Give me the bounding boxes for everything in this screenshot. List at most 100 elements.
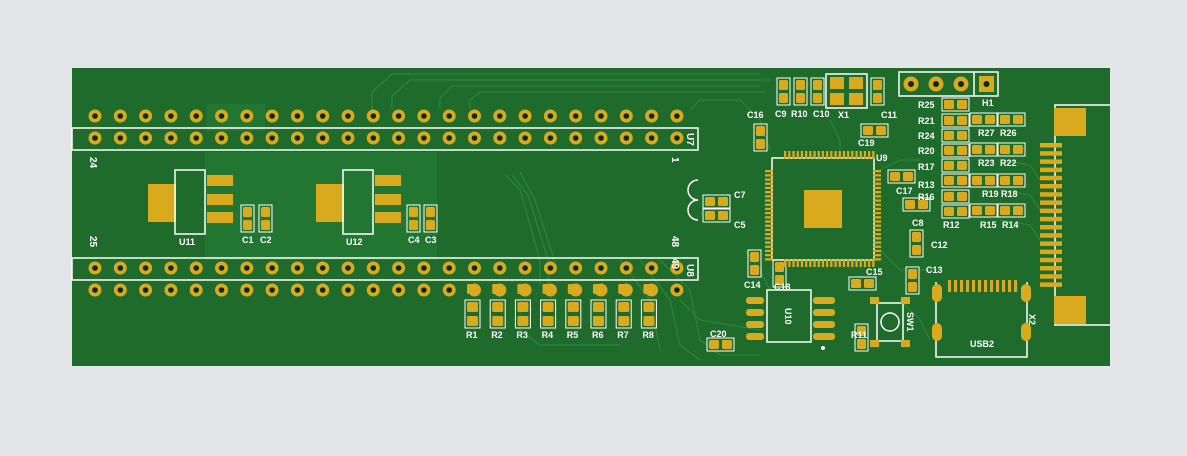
ref-r15-label: R15 xyxy=(980,220,997,230)
smd-component xyxy=(941,113,970,128)
smd-component xyxy=(941,189,970,204)
header-pin xyxy=(594,261,608,275)
header-pin xyxy=(442,283,456,297)
ref-c17-label: C17 xyxy=(896,186,913,196)
header-pin xyxy=(316,261,330,275)
smd-component xyxy=(902,197,931,212)
header-pin xyxy=(215,131,228,145)
header-pin xyxy=(569,109,583,123)
header-pin xyxy=(164,131,178,145)
smd-component xyxy=(997,173,1026,188)
smd-component xyxy=(969,203,998,218)
smd-component xyxy=(941,204,970,219)
smd-pad xyxy=(492,284,504,294)
smd-component xyxy=(854,323,869,352)
header-pin xyxy=(215,261,228,275)
header-pin xyxy=(468,131,481,145)
smd-component xyxy=(905,266,920,295)
resistor-r5: R5 xyxy=(565,299,582,340)
x2-label: X2 xyxy=(1027,314,1037,325)
header-pin xyxy=(417,283,431,297)
header-pin xyxy=(366,109,380,123)
resistor-label: R1 xyxy=(466,330,478,340)
header-pin xyxy=(442,131,456,145)
header-labels: U7 U8 1 24 25 48 49 xyxy=(87,133,695,277)
sw1-label: SW1 xyxy=(905,312,915,332)
usb-c-connector-x2: X2 xyxy=(1027,104,1110,326)
header-pin xyxy=(670,283,684,297)
ref-c15-label: C15 xyxy=(866,267,883,277)
ref-r23-label: R23 xyxy=(978,158,995,168)
smd-component xyxy=(941,128,970,143)
smd-component xyxy=(997,112,1026,127)
smd-pad xyxy=(593,284,604,294)
header-pin xyxy=(316,131,330,145)
resistor-r3: R3 xyxy=(514,299,531,340)
smd-component xyxy=(258,204,273,233)
resistor-r1: R1 xyxy=(464,299,481,340)
smd-component xyxy=(997,203,1026,218)
header-u7-outline xyxy=(71,127,699,151)
header-pin xyxy=(392,261,406,275)
header-pin xyxy=(569,261,583,275)
ref-r16-label: R16 xyxy=(918,192,935,202)
smd-pad xyxy=(517,284,529,294)
header-notches xyxy=(687,179,699,221)
ic-u10: U10 xyxy=(746,289,835,350)
ref-r10-label: R10 xyxy=(791,109,808,119)
resistor-r8: R8 xyxy=(640,299,657,340)
pin-49-label: 49 xyxy=(669,258,680,270)
smd-component xyxy=(848,276,877,291)
header-pin xyxy=(341,109,355,123)
ref-c4-label: C4 xyxy=(408,235,420,245)
ref-c18-label: C18 xyxy=(774,282,791,292)
header-pin xyxy=(518,261,532,275)
header-pin xyxy=(619,261,633,275)
header-pin xyxy=(442,109,456,123)
smd-component xyxy=(702,208,731,223)
smd-component xyxy=(969,173,998,188)
pin-25-label: 25 xyxy=(87,236,98,248)
header-pin xyxy=(645,131,659,145)
header-pin xyxy=(417,131,431,145)
header-pin xyxy=(290,109,304,123)
ref-c10-label: C10 xyxy=(813,109,830,119)
smd-component xyxy=(941,173,970,188)
header-pin xyxy=(290,131,304,145)
header-pin xyxy=(366,283,380,297)
header-pin xyxy=(88,261,102,275)
ref-c11-label: C11 xyxy=(881,110,897,120)
header-pin xyxy=(468,261,481,275)
smd-component xyxy=(406,204,421,233)
header-pin xyxy=(670,131,684,145)
pin-24-label: 24 xyxy=(87,157,98,169)
usb-connector-usb2: USB2 xyxy=(932,280,1031,358)
header-pin xyxy=(88,283,102,297)
header-pin xyxy=(113,131,127,145)
ref-c9-label: C9 xyxy=(775,109,787,119)
header-pin xyxy=(366,131,380,145)
smd-component xyxy=(870,77,885,106)
smd-pads xyxy=(240,77,1026,352)
pin-48-label: 48 xyxy=(669,236,680,248)
mcu-u9: U9 xyxy=(765,151,888,267)
header-pin xyxy=(543,109,557,123)
ref-c19-label: C19 xyxy=(858,138,875,148)
ref-c1-label: C1 xyxy=(242,235,254,245)
header-pin xyxy=(139,131,153,145)
resistor-label: R4 xyxy=(542,330,554,340)
resistor-r2: R2 xyxy=(489,299,506,340)
smd-component xyxy=(240,204,255,233)
smd-component xyxy=(702,194,731,209)
smd-component xyxy=(706,337,735,352)
header-pin xyxy=(543,131,557,145)
resistor-r4: R4 xyxy=(540,299,557,340)
header-pin xyxy=(240,283,254,297)
ref-r26-label: R26 xyxy=(1000,128,1017,138)
smd-pad xyxy=(467,284,478,294)
header-pin xyxy=(341,131,355,145)
header-pin xyxy=(215,109,228,123)
header-pin xyxy=(518,131,532,145)
